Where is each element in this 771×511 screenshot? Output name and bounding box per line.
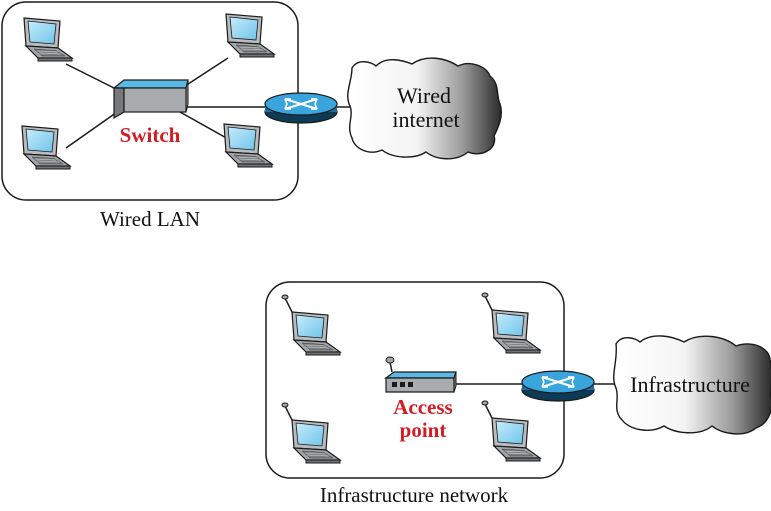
wired-links (65, 57, 356, 149)
link-laptop-bl-switch (65, 109, 121, 149)
router-icon (520, 369, 596, 403)
access-point-label-line2: point (400, 418, 447, 442)
wired-internet-label-line1: Wired (397, 83, 451, 108)
wired-lan-caption: Wired LAN (100, 207, 200, 231)
access-point-label-line1: Access (393, 395, 452, 419)
cloud-icon (613, 335, 771, 435)
link-laptop-br-switch (179, 111, 231, 141)
router-icon (263, 91, 339, 125)
infrastructure-section: Access point Infrastructure Infrastructu… (265, 281, 771, 507)
infrastructure-cloud-label: Infrastructure (630, 372, 750, 397)
infrastructure-network-caption: Infrastructure network (320, 483, 509, 507)
switch-label: Switch (120, 123, 181, 147)
link-laptop-tl-switch (65, 63, 119, 91)
wired-internet-label-line2: internet (392, 107, 459, 132)
cloud-icon (347, 57, 503, 160)
link-laptop-tr-switch (181, 57, 229, 89)
wired-lan-section: Switch Wired internet Wired LAN (1, 1, 503, 231)
access-point-icon (384, 356, 457, 393)
switch-icon (112, 79, 189, 120)
